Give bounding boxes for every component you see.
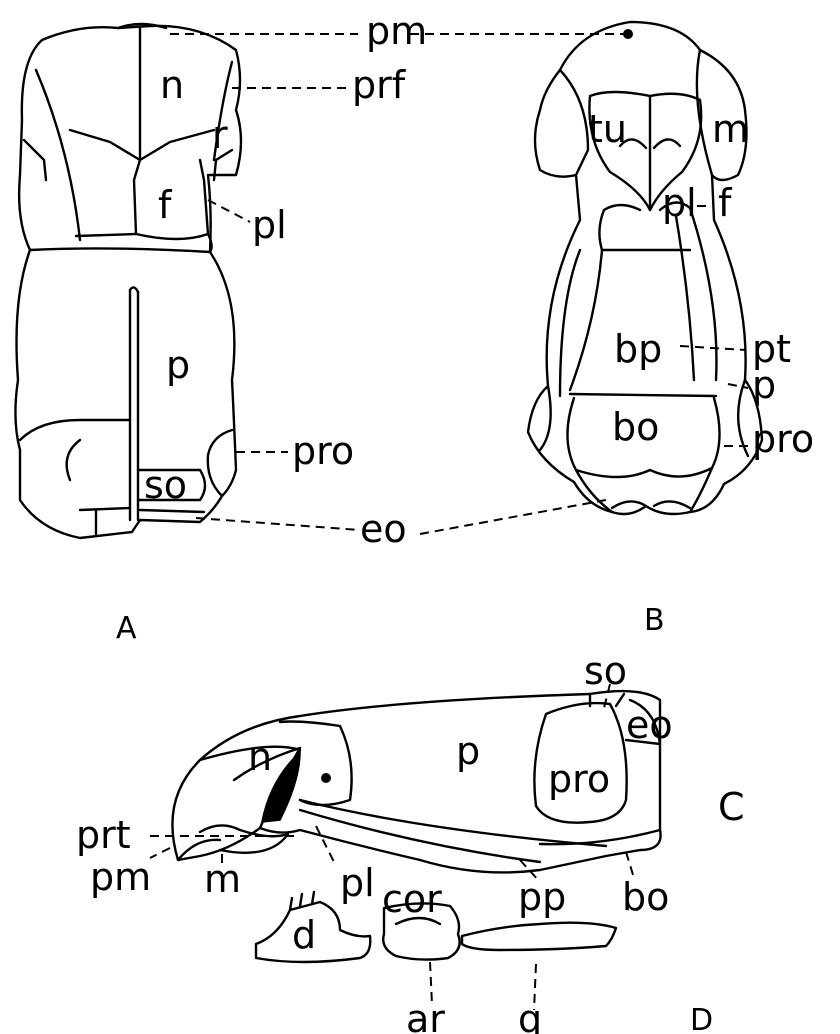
label-cor-c: cor — [382, 877, 442, 921]
label-tu-b: tu — [588, 107, 627, 151]
skull-dorsal-view-a — [15, 24, 241, 538]
label-bo-c: bo — [622, 875, 669, 919]
label-q-d: q — [518, 997, 542, 1034]
label-m-c: m — [204, 857, 241, 901]
label-f-b: f — [718, 181, 733, 225]
label-bp-b: bp — [614, 327, 662, 371]
panel-label-a: A — [116, 611, 137, 646]
label-pl-a: pl — [252, 203, 287, 247]
label-so-c: so — [584, 649, 627, 693]
label-pro-a: pro — [292, 429, 354, 473]
label-pl-b: pl — [662, 181, 697, 225]
label-r-a: r — [212, 113, 228, 157]
label-n-c: n — [248, 735, 272, 779]
label-p-b: p — [752, 363, 776, 407]
label-n-a: n — [160, 63, 184, 107]
label-p-c: p — [456, 729, 480, 773]
panel-label-b: B — [644, 603, 665, 638]
label-p-a: p — [166, 343, 190, 387]
label-bo-b: bo — [612, 405, 659, 449]
label-prf-a: prf — [352, 63, 407, 107]
label-f-a: f — [158, 183, 173, 227]
label-ar-d: ar — [406, 997, 445, 1034]
panel-label-d: D — [690, 1003, 713, 1034]
label-pm-a: pm — [366, 9, 427, 53]
label-pp-c: pp — [518, 875, 566, 919]
label-so-a: so — [144, 463, 187, 507]
label-pro-b: pro — [752, 417, 814, 461]
label-pm-c: pm — [90, 855, 151, 899]
label-d-d: d — [292, 913, 316, 957]
label-prt-c: prt — [76, 813, 131, 857]
label-m-b: m — [712, 107, 749, 151]
label-eo-a: eo — [360, 507, 407, 551]
label-pl-c: pl — [340, 861, 375, 905]
label-eo-c: eo — [626, 703, 673, 747]
label-c-panel: C — [718, 785, 745, 829]
label-pro-c: pro — [548, 757, 610, 801]
